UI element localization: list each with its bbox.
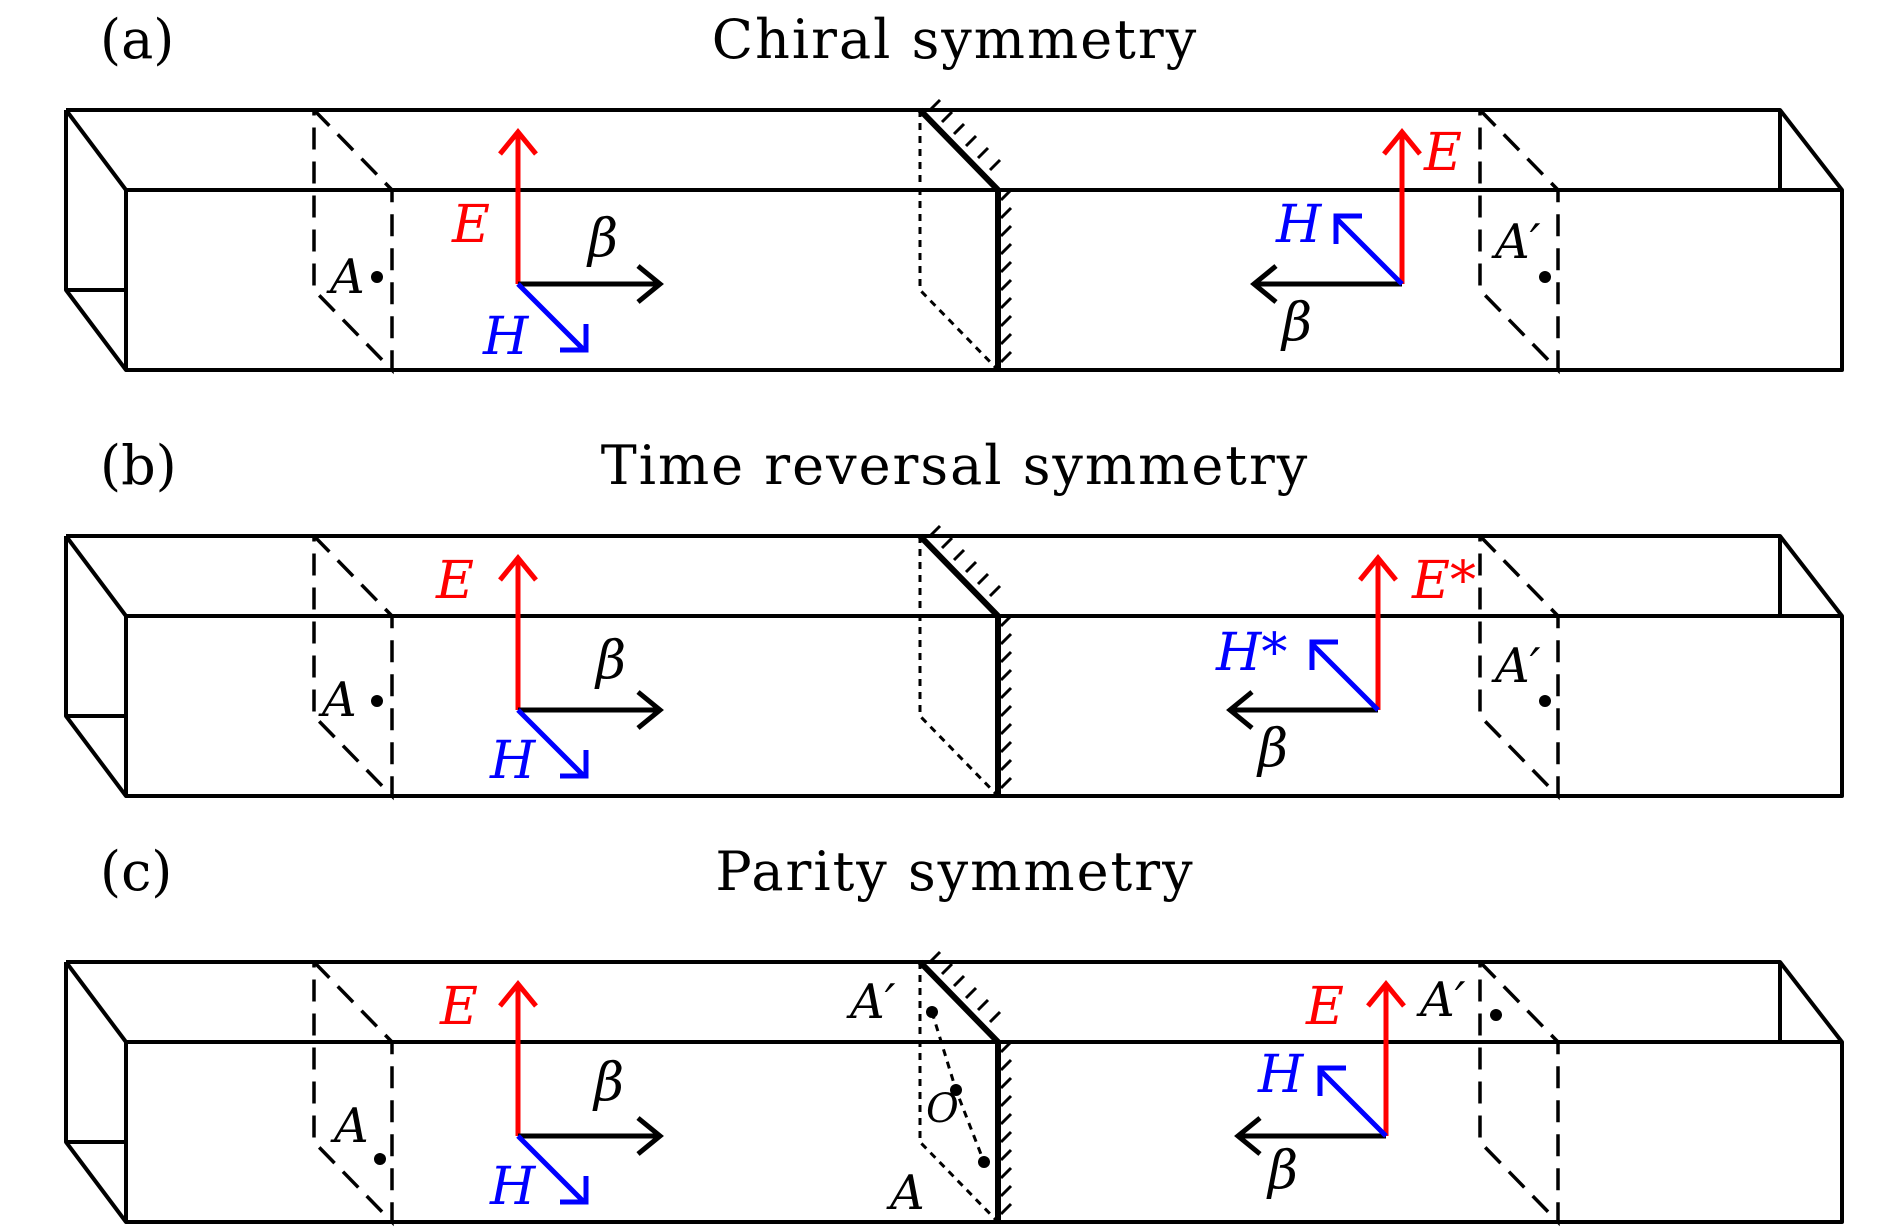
H-label: H	[1275, 195, 1323, 255]
E-label: E	[439, 977, 478, 1037]
point-label: A	[330, 1098, 369, 1154]
beta-label: β	[586, 209, 618, 269]
beta-label: β	[592, 1053, 624, 1113]
panel-title: Parity symmetry	[715, 840, 1194, 903]
mirror-label-top: A′	[846, 974, 896, 1030]
E-label: E*	[1411, 551, 1476, 611]
beta-label: β	[594, 631, 626, 691]
E-label: E	[451, 195, 490, 255]
panel-title: Chiral symmetry	[712, 8, 1198, 71]
E-label: E	[435, 551, 474, 611]
H-label: H	[1257, 1045, 1305, 1105]
field-vectors-left: E β H	[439, 977, 664, 1217]
H-label: H	[482, 307, 530, 367]
field-vectors-right: E* β H*	[1215, 551, 1476, 779]
mirror-plane	[917, 98, 1013, 372]
panel-title: Time reversal symmetry	[601, 434, 1310, 497]
E-label: E	[1305, 977, 1344, 1037]
mirror-plane	[917, 524, 1013, 798]
point-label: A′	[1491, 214, 1541, 270]
reference-plane-right: A′	[1478, 108, 1560, 375]
E-label: E	[1423, 123, 1462, 183]
H-label: H	[489, 731, 537, 791]
mirror-point-bottom	[978, 1156, 990, 1168]
field-vectors-left: E β H	[435, 551, 664, 791]
reference-plane-right: A′	[1478, 534, 1560, 801]
panel-label: (c)	[100, 840, 172, 903]
point-label: A	[326, 249, 365, 305]
H-label: H*	[1215, 623, 1287, 683]
reference-plane-left: A	[312, 108, 394, 375]
field-vectors-right: E β H	[1250, 123, 1462, 353]
beta-label: β	[1280, 293, 1312, 353]
panel-b: (b) Time reversal symmetry A A′	[64, 434, 1844, 801]
field-vectors-right: E β H	[1234, 977, 1406, 1201]
point-label: A′	[1491, 638, 1541, 694]
mirror-plane: A′ O A	[846, 950, 1013, 1224]
panel-a: (a) Chiral symmetry A A′	[64, 8, 1844, 375]
H-label: H	[489, 1157, 537, 1217]
panel-c: (c) Parity symmetry A A′ A′ O	[64, 840, 1844, 1227]
panel-label: (b)	[100, 434, 177, 497]
mirror-point-center	[950, 1084, 962, 1096]
panel-label: (a)	[100, 8, 174, 71]
reference-plane-right: A′	[1416, 960, 1560, 1227]
mirror-label-bottom: A	[886, 1165, 925, 1221]
mirror-label-center: O	[926, 1086, 959, 1132]
beta-label: β	[1266, 1141, 1298, 1201]
mirror-point-top	[926, 1006, 938, 1018]
point-label: A	[318, 672, 357, 728]
field-vectors-left: E β H	[451, 128, 664, 367]
reference-plane-left: A	[312, 960, 394, 1227]
beta-label: β	[1256, 719, 1288, 779]
point-label: A′	[1416, 972, 1466, 1028]
reference-plane-left: A	[312, 534, 394, 801]
